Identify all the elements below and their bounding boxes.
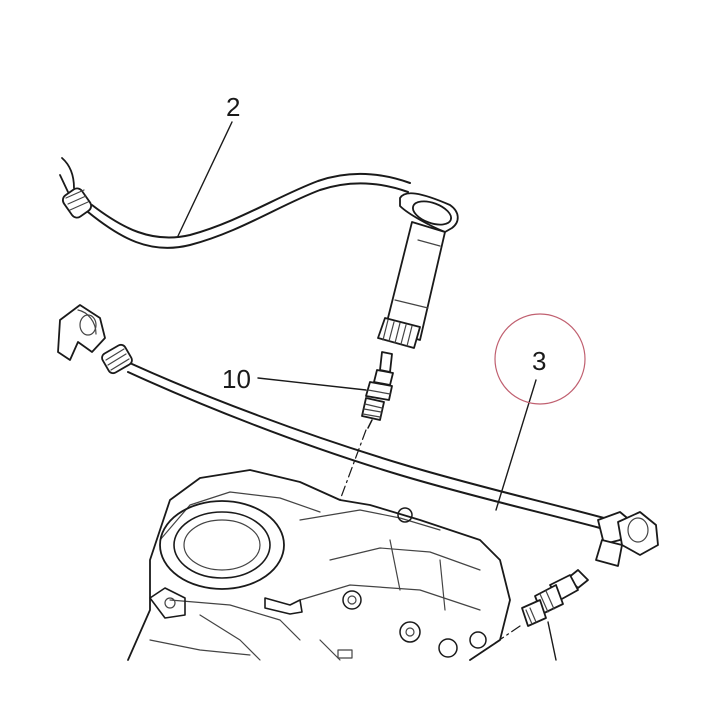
- leader-line-10: [257, 377, 367, 391]
- callout-10: 10: [222, 364, 251, 394]
- callout-leaders: [177, 121, 557, 661]
- lead-3-right-connector: [595, 511, 659, 567]
- callout-3: 3: [532, 346, 546, 376]
- ignition-lead-upper: [59, 157, 459, 349]
- callout-2: 2: [226, 92, 240, 122]
- spark-plug-right: [469, 569, 589, 661]
- callout-3-highlight-circle: [494, 313, 586, 405]
- ignition-lead-lower: [57, 304, 659, 567]
- engine-cylinder-head: [127, 469, 511, 661]
- leader-line-3: [495, 379, 537, 511]
- lead-2-plug-cap: [377, 192, 459, 349]
- leader-line-spark-right: [547, 621, 557, 661]
- leader-line-2: [177, 121, 233, 237]
- lead-3-left-connector: [57, 304, 133, 375]
- spark-plug-part-10: [339, 351, 394, 501]
- lead-2-left-grommet: [61, 187, 93, 219]
